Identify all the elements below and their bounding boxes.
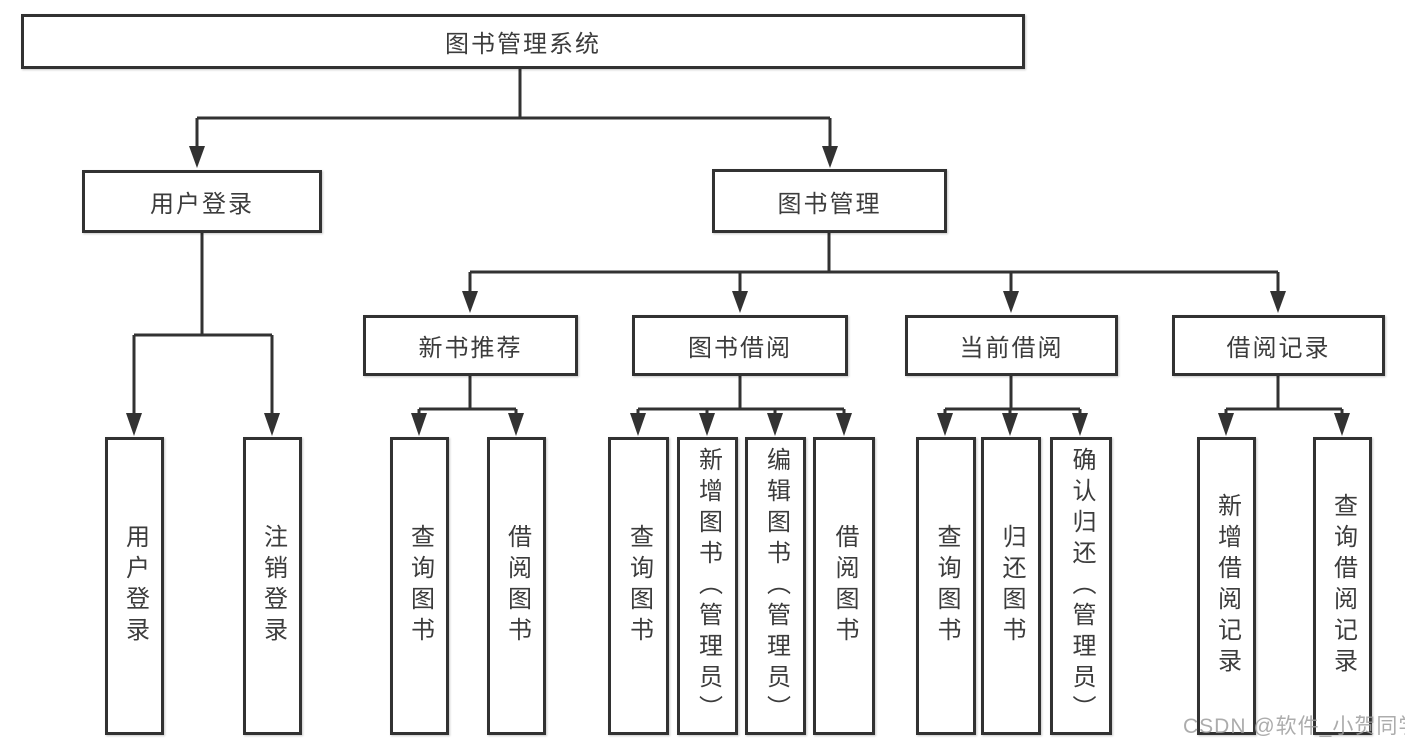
leaf-borrow-edit-books-admin: 编辑图书（管理员） [745, 437, 806, 735]
leaf-borrow-query-books-label: 查询图书 [625, 524, 653, 648]
node-root-label: 图书管理系统 [445, 31, 601, 58]
leaf-current-confirm-return-admin-label: 确认归还（管理员） [1068, 446, 1095, 726]
leaf-recommend-borrow-books-label: 借阅图书 [503, 524, 531, 648]
csdn-watermark: CSDN @软件_小贺同学 [1183, 715, 1405, 738]
leaf-borrow-borrow-books: 借阅图书 [813, 437, 875, 735]
node-current-borrow-label: 当前借阅 [959, 335, 1064, 362]
leaf-borrow-borrow-books-label: 借阅图书 [831, 524, 858, 648]
leaf-records-query-record: 查询借阅记录 [1313, 437, 1372, 735]
node-book-borrow: 图书借阅 [632, 315, 848, 376]
leaf-recommend-query-books-label: 查询图书 [406, 524, 434, 648]
node-book-management: 图书管理 [712, 169, 947, 233]
node-current-borrow: 当前借阅 [905, 315, 1118, 376]
leaf-user-login: 用户登录 [105, 437, 164, 735]
node-borrow-records: 借阅记录 [1172, 315, 1385, 376]
node-root: 图书管理系统 [21, 14, 1025, 69]
node-user-login: 用户登录 [82, 170, 322, 233]
leaf-current-return-books-label: 归还图书 [998, 524, 1025, 648]
node-borrow-records-label: 借阅记录 [1226, 335, 1331, 362]
leaf-recommend-borrow-books: 借阅图书 [487, 437, 546, 735]
leaf-current-query-books-label: 查询图书 [933, 524, 960, 648]
leaf-records-add-record: 新增借阅记录 [1197, 437, 1256, 735]
leaf-current-query-books: 查询图书 [916, 437, 976, 735]
leaf-logout: 注销登录 [243, 437, 302, 735]
node-new-book-recommend: 新书推荐 [363, 315, 578, 376]
node-book-management-label: 图书管理 [777, 190, 882, 218]
leaf-current-confirm-return-admin: 确认归还（管理员） [1050, 437, 1112, 735]
node-new-book-recommend-label: 新书推荐 [418, 335, 523, 362]
leaf-current-return-books: 归还图书 [981, 437, 1041, 735]
leaf-user-login-label: 用户登录 [121, 524, 149, 648]
leaf-records-query-record-label: 查询借阅记录 [1329, 493, 1357, 679]
leaf-borrow-query-books: 查询图书 [608, 437, 669, 735]
node-book-borrow-label: 图书借阅 [688, 335, 792, 362]
leaf-borrow-edit-books-admin-label: 编辑图书（管理员） [762, 446, 790, 726]
leaf-recommend-query-books: 查询图书 [390, 437, 449, 735]
leaf-borrow-add-books-admin: 新增图书（管理员） [677, 437, 738, 735]
leaf-logout-label: 注销登录 [259, 524, 287, 648]
node-user-login-label: 用户登录 [150, 191, 254, 218]
leaf-borrow-add-books-admin-label: 新增图书（管理员） [694, 446, 722, 726]
leaf-records-add-record-label: 新增借阅记录 [1213, 493, 1241, 679]
